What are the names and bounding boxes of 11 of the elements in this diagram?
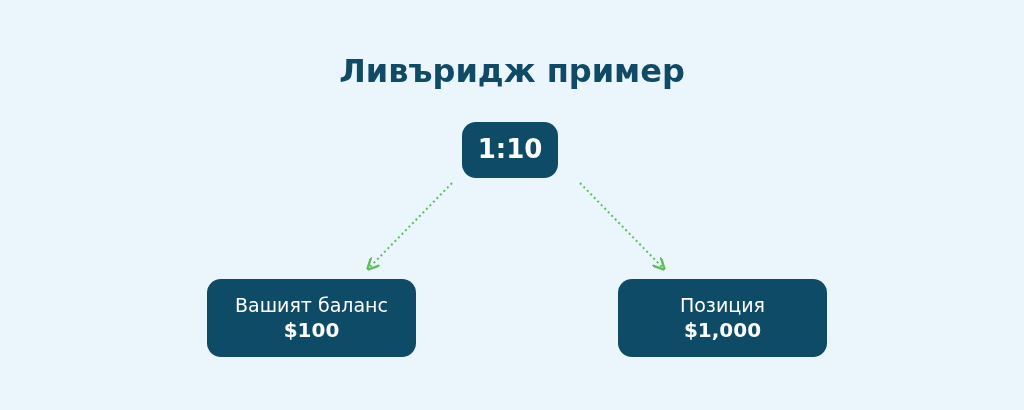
value-text: 1:10 (477, 133, 543, 167)
process-box (207, 279, 416, 357)
node-label: Позиция (679, 292, 766, 318)
value-text: $100 (283, 317, 340, 344)
process-box (462, 122, 558, 178)
process-box (618, 279, 827, 357)
node-label: Вашият баланс (235, 292, 388, 318)
diagram-title: Ливъридж пример (338, 52, 686, 90)
arrow (579, 182, 666, 272)
arrow (365, 182, 453, 272)
value-text: $1,000 (683, 317, 762, 344)
